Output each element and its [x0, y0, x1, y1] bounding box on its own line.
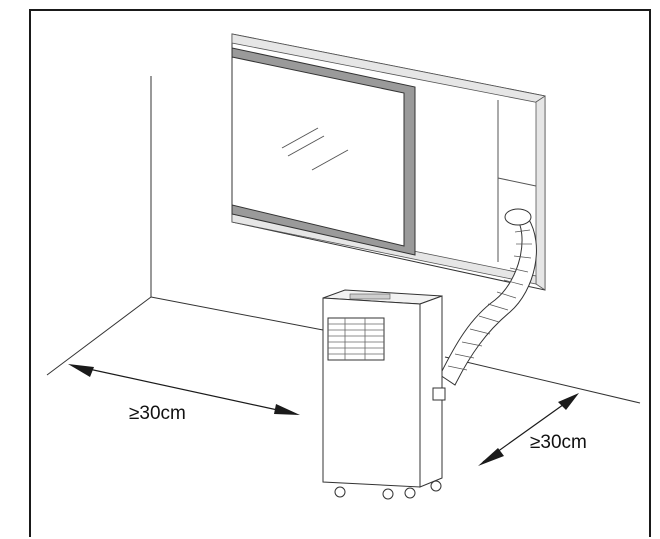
- left-clearance-label: ≥30cm: [129, 403, 186, 424]
- room-lines: [46, 76, 641, 404]
- figure-border: [29, 9, 651, 537]
- right-clearance-arrow: [478, 393, 579, 466]
- window: [231, 33, 546, 291]
- exhaust-hose: [439, 208, 537, 386]
- air-conditioner-unit: [322, 289, 446, 500]
- left-clearance-arrow: [68, 364, 300, 415]
- right-clearance-label: ≥30cm: [530, 432, 587, 453]
